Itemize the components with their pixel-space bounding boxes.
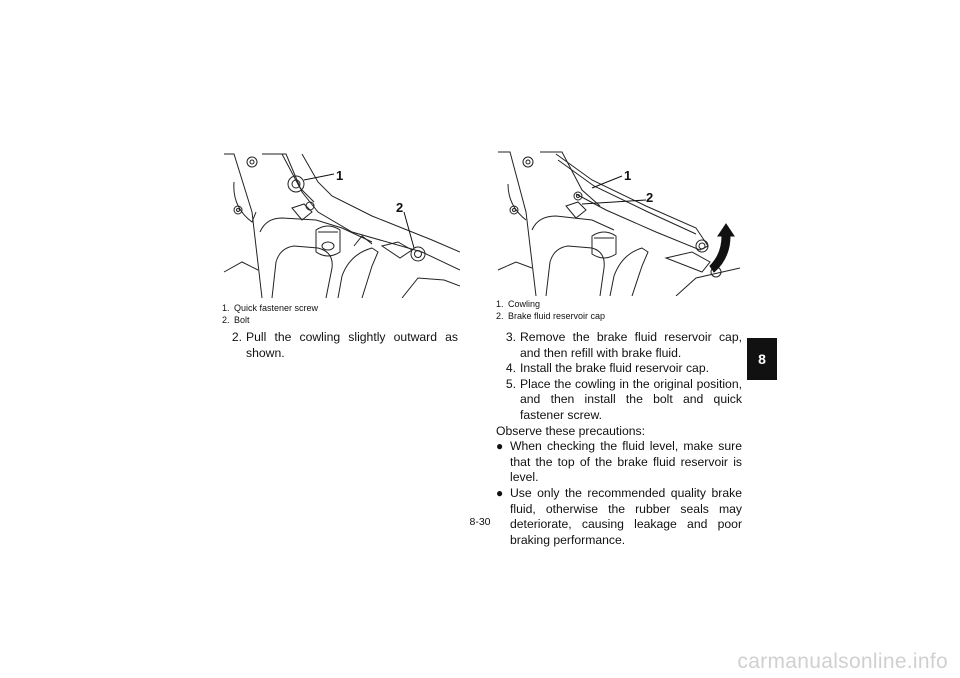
step-text: Install the brake fluid reservoir cap. xyxy=(520,361,709,376)
legend-number: 2. xyxy=(496,311,504,321)
step-text: Place the cowling in the original positi… xyxy=(520,376,742,422)
bullet-text: Use only the recommended quality brake f… xyxy=(510,485,742,547)
instruction-step: 4. Install the brake fluid reservoir cap… xyxy=(496,361,742,377)
bullet-text: When checking the fluid level, make sure… xyxy=(510,439,742,485)
precaution-bullet: ● Use only the recommended quality brake… xyxy=(496,486,742,548)
step-number: 2. xyxy=(231,330,242,344)
page-number: 8-30 xyxy=(469,516,491,528)
step-text: Pull the cowling slightly outward as sho… xyxy=(246,330,458,360)
figure-quick-fastener-and-bolt: 1 2 xyxy=(222,152,460,298)
legend-text: Bolt xyxy=(234,315,250,325)
callout-2-left: 2 xyxy=(396,200,403,215)
callout-1-left: 1 xyxy=(336,168,343,183)
legend-text: Brake fluid reservoir cap xyxy=(508,311,606,321)
cowling-illustration-right: 1 2 xyxy=(496,150,740,296)
bullet-icon: ● xyxy=(496,485,504,500)
chapter-tab: 8 xyxy=(747,338,777,380)
figure-legend-left: 1. Quick fastener screw 2. Bolt xyxy=(222,302,318,326)
cowling-illustration-left: 1 2 xyxy=(222,152,460,298)
precautions-intro: Observe these precautions: xyxy=(496,423,646,438)
legend-item: 1. Quick fastener screw xyxy=(222,302,318,314)
step-text: Remove the brake fluid reservoir cap, an… xyxy=(520,330,742,360)
legend-text: Quick fastener screw xyxy=(234,303,319,313)
figure-legend-right: 1. Cowling 2. Brake fluid reservoir cap xyxy=(496,298,605,322)
legend-number: 1. xyxy=(222,303,230,313)
legend-item: 2. Bolt xyxy=(222,314,318,326)
step-number: 3. xyxy=(505,330,516,344)
left-column-text: 2. Pull the cowling slightly outward as … xyxy=(222,330,458,361)
callout-1-right: 1 xyxy=(624,168,631,183)
instruction-step: 3. Remove the brake fluid reservoir cap,… xyxy=(496,330,742,361)
legend-number: 2. xyxy=(222,315,230,325)
bullet-icon: ● xyxy=(496,439,504,454)
legend-number: 1. xyxy=(496,299,504,309)
watermark: carmanualsonline.info xyxy=(737,650,948,673)
lift-arrow-icon xyxy=(709,223,735,273)
legend-item: 2. Brake fluid reservoir cap xyxy=(496,310,605,322)
legend-item: 1. Cowling xyxy=(496,298,605,310)
precaution-bullet: ● When checking the fluid level, make su… xyxy=(496,439,742,486)
callout-2-right: 2 xyxy=(646,190,653,205)
step-number: 4. xyxy=(505,361,516,376)
legend-text: Cowling xyxy=(508,299,541,309)
right-column-text: 3. Remove the brake fluid reservoir cap,… xyxy=(496,330,742,548)
instruction-step: 5. Place the cowling in the original pos… xyxy=(496,377,742,424)
figure-cowling-and-reservoir-cap: 1 2 xyxy=(496,150,740,296)
instruction-step: 2. Pull the cowling slightly outward as … xyxy=(222,330,458,361)
step-number: 5. xyxy=(505,376,516,391)
